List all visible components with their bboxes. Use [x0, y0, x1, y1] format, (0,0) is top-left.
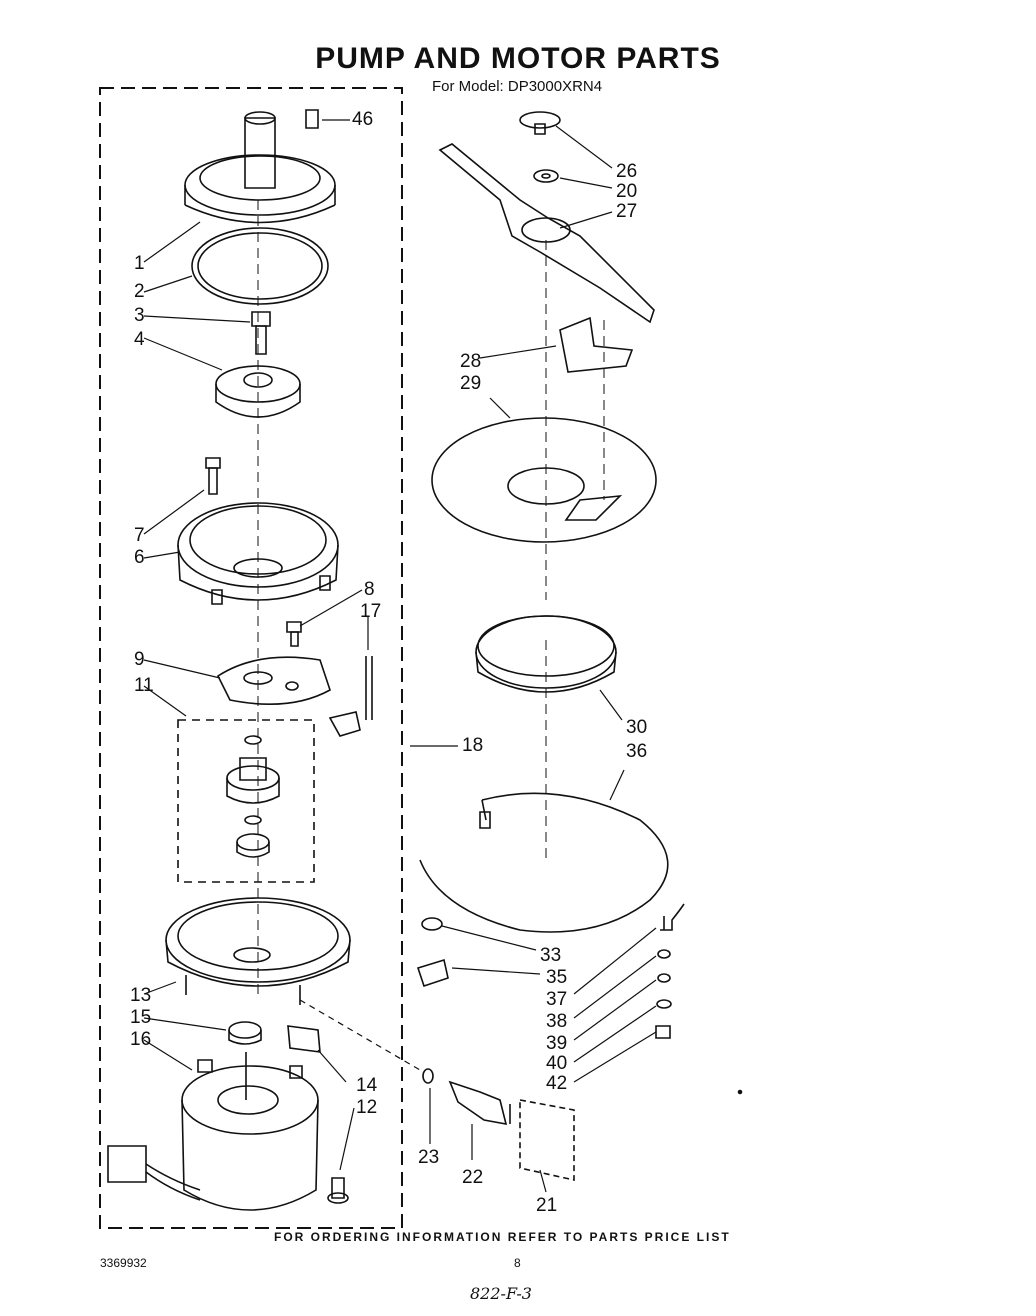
- part-11-impeller-assembly: [227, 736, 279, 857]
- callout-13: 13: [130, 985, 152, 1006]
- callout-23: 23: [418, 1147, 440, 1168]
- document-number: 3369932: [100, 1256, 147, 1270]
- part-13-motor-mount: [166, 898, 350, 1005]
- part-14-brush: [288, 1026, 320, 1052]
- callout-6: 6: [134, 547, 145, 568]
- callout-28: 28: [460, 351, 482, 372]
- part-40-washer: [657, 1000, 671, 1008]
- part-29-filter-screen: [432, 418, 656, 542]
- callout-16: 16: [130, 1029, 152, 1050]
- motor-power-connector: [108, 1146, 200, 1200]
- part-3-impeller-screw: [252, 312, 270, 354]
- callout-3: 3: [134, 305, 145, 326]
- part-30-sealing-ring: [476, 616, 616, 692]
- part-26-cap: [520, 112, 560, 134]
- pump-assembly-dashed-box: [100, 88, 402, 1228]
- model-subtitle: For Model: DP3000XRN4: [432, 78, 603, 95]
- part-46-pump-cover: [185, 110, 335, 223]
- callout-1: 1: [134, 253, 145, 274]
- part-22-valve: [450, 1082, 510, 1124]
- part-16-motor: [182, 1052, 318, 1210]
- callout-30: 30: [626, 717, 648, 738]
- part-36-wire-ring: [420, 793, 668, 932]
- part-8-screw: [287, 622, 301, 646]
- callout-8: 8: [364, 579, 375, 600]
- callout-4: 4: [134, 329, 145, 350]
- page-title: PUMP AND MOTOR PARTS: [315, 42, 721, 75]
- callout-20: 20: [616, 181, 638, 202]
- page-number: 8: [514, 1256, 521, 1270]
- callout-42: 42: [546, 1073, 568, 1094]
- handwritten-note: 822-F-3: [470, 1284, 532, 1303]
- callout-26: 26: [616, 161, 638, 182]
- callout-39: 39: [546, 1033, 568, 1054]
- callout-14: 14: [356, 1075, 378, 1096]
- part-35-bracket: [418, 960, 448, 986]
- part-9-separator-plate: [218, 657, 360, 736]
- callout-38: 38: [546, 1011, 568, 1032]
- part-12-screw: [328, 1178, 348, 1203]
- ordering-note: FOR ORDERING INFORMATION REFER TO PARTS …: [274, 1230, 731, 1244]
- callout-21: 21: [536, 1195, 558, 1216]
- impeller-group-dashed-box: [178, 720, 314, 882]
- part-28-clip: [560, 318, 632, 372]
- callout-46: 46: [352, 109, 374, 130]
- callout-12: 12: [356, 1097, 378, 1118]
- part-23-o-ring: [423, 1069, 433, 1083]
- part-6-pump-housing: [178, 503, 338, 604]
- callout-9: 9: [134, 649, 145, 670]
- part-2-seal-ring: [192, 228, 328, 304]
- callout-15: 15: [130, 1007, 152, 1028]
- callout-37: 37: [546, 989, 568, 1010]
- callout-27: 27: [616, 201, 638, 222]
- part-37-hook-bolt: [660, 904, 684, 930]
- callout-29: 29: [460, 373, 482, 394]
- part-27-spray-arm: [440, 144, 654, 322]
- callout-36: 36: [626, 741, 648, 762]
- stray-mark: [739, 1091, 742, 1094]
- part-17-pin: [366, 656, 372, 720]
- callout-40: 40: [546, 1053, 568, 1074]
- callout-11: 11: [134, 675, 154, 696]
- leader-lines: [144, 120, 656, 1192]
- part-39-washer: [658, 974, 670, 982]
- part-20-washer: [534, 170, 558, 182]
- part-7-screw: [206, 458, 220, 494]
- callout-7: 7: [134, 525, 145, 546]
- part-15-seal: [229, 1022, 261, 1044]
- callout-35: 35: [546, 967, 568, 988]
- callout-2: 2: [134, 281, 145, 302]
- part-38-washer: [658, 950, 670, 958]
- part-4-chopper-impeller: [216, 366, 300, 417]
- callout-22: 22: [462, 1167, 484, 1188]
- part-42-nut: [656, 1026, 670, 1038]
- callout-18: 18: [462, 735, 484, 756]
- part-21-dashed-box: [520, 1100, 574, 1180]
- callout-17: 17: [360, 601, 382, 622]
- part-33-washer: [422, 918, 442, 930]
- callout-33: 33: [540, 945, 562, 966]
